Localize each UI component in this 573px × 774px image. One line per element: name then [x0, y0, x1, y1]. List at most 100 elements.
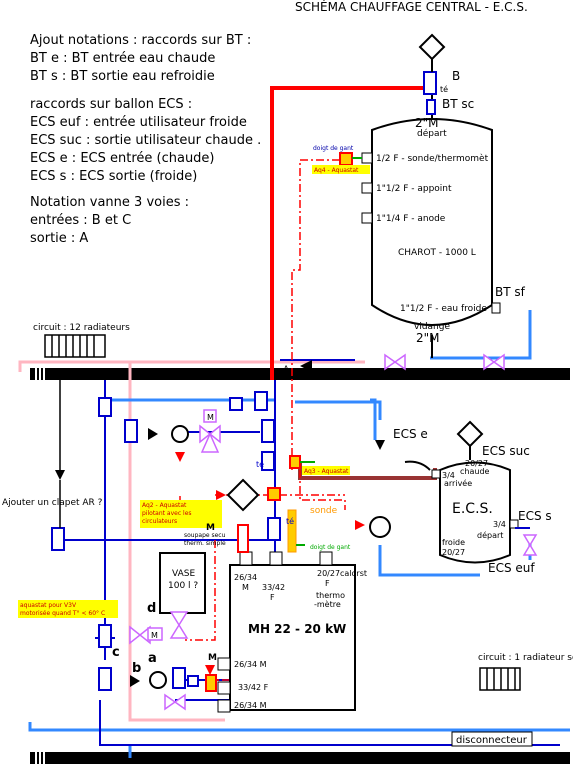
aq2-label-bg — [140, 500, 222, 528]
ecs-suc-label: ECS suc — [482, 444, 530, 458]
bt-te-label: té — [440, 84, 448, 94]
ecs-s-label: ECS s — [518, 509, 552, 523]
ecs-arrivee-size: 3/4 — [442, 471, 455, 480]
floor-slab-ticks — [35, 368, 45, 764]
soupape-label-2: therm. simple — [184, 540, 226, 547]
bt-sf-label: BT sf — [495, 285, 526, 299]
aq4-label: Aq4 - Aquastat — [314, 167, 359, 174]
aq2-label-2: pilotant avec les — [142, 510, 192, 517]
aq2-label-1: Aq2 - Aquastat — [142, 502, 187, 509]
label-m-boiler: M — [208, 653, 217, 663]
ecs-depart: départ — [477, 530, 503, 540]
bt-port-3: 1"1/4 F - anode — [376, 214, 446, 224]
disconnecteur-box — [451, 731, 533, 747]
aqv-label-bg — [18, 600, 118, 618]
bt-port-4: 1"1/2 F - eau froide — [400, 304, 487, 314]
radiator-sdb — [479, 667, 521, 691]
boiler-port-3b: F — [325, 579, 330, 588]
note-line-3: BT s : BT sortie eau refroidie — [30, 69, 215, 84]
bt-b-label: B — [452, 69, 460, 83]
boiler — [205, 455, 356, 713]
doigt-gant-2-label: doigt de gant — [310, 544, 351, 551]
boiler-return-1: 26/34 M — [234, 660, 267, 669]
doigt-gant-label: doigt de gant — [313, 145, 354, 152]
bt-vidange: vidange — [414, 322, 450, 332]
aq4-label-bg — [312, 165, 370, 174]
sonde-label: sonde — [310, 506, 338, 516]
aqv-label-1: aquastat pour V3V — [20, 602, 77, 609]
note-line-10: entrées : B et C — [30, 213, 131, 228]
note-line-4: raccords sur ballon ECS : — [30, 97, 192, 112]
boiler-port-2b: F — [270, 593, 275, 602]
boiler-thermo: thermo — [316, 591, 345, 600]
aqv-label-2: motorisée quand T° < 60° C — [20, 610, 105, 617]
safety-valve — [237, 524, 249, 553]
label-a: a — [148, 651, 157, 666]
red-flow-arrows — [175, 452, 365, 675]
note-line-8: ECS s : ECS sortie (froide) — [30, 169, 197, 184]
floor-slab-lower — [30, 752, 570, 764]
te-label-1: té — [256, 459, 264, 469]
clapet-arrows — [55, 360, 385, 687]
vase-label-2: 100 l ? — [168, 581, 198, 591]
floor-slab-upper — [30, 368, 570, 380]
vase-label-1: VASE — [172, 569, 195, 579]
bt-sc-label: BT sc — [442, 97, 474, 111]
clapet-label: Ajouter un clapet AR ? — [2, 498, 103, 508]
label-m-mid: M — [206, 523, 215, 533]
ecs-tank — [431, 420, 538, 564]
te-label-2: té — [286, 516, 294, 526]
soupape-label-1: soupape secu — [184, 532, 226, 539]
diagram-title: SCHÉMA CHAUFFAGE CENTRAL - E.C.S. — [295, 0, 528, 14]
note-line-2: BT e : BT entrée eau chaude — [30, 51, 215, 66]
boiler-port-2a: 33/42 — [262, 583, 285, 592]
note-line-6: ECS suc : sortie utilisateur chaude . — [30, 133, 261, 148]
ecs-tank-name: E.C.S. — [452, 501, 493, 517]
boiler-calorst: calorst — [340, 569, 367, 578]
ecs-size-top: 20/27 — [465, 459, 488, 468]
pump-symbols — [149, 425, 391, 689]
radiator-12 — [44, 334, 106, 358]
boiler-metre: -mètre — [314, 599, 341, 609]
ecs-arrivee: arrivée — [444, 478, 472, 488]
pink-return-pipe — [18, 360, 365, 722]
aq2-label-3: circulateurs — [142, 518, 177, 525]
boiler-port-3a: 20/27 — [317, 569, 340, 578]
ecs-depart-size: 3/4 — [493, 520, 506, 529]
note-line-5: ECS euf : entrée utilisateur froide — [30, 115, 247, 130]
aq3-label: Aq3 - Aquastat — [304, 468, 349, 475]
label-c: c — [112, 645, 120, 660]
boiler-port-1a: 26/34 — [234, 573, 257, 582]
ecs-e-arrow — [404, 460, 431, 471]
three-way-valves — [129, 353, 505, 711]
note-line-11: sortie : A — [30, 231, 88, 246]
ecs-froide: froide — [442, 538, 465, 547]
note-line-7: ECS e : ECS entrée (chaude) — [30, 151, 215, 166]
ecs-froide-size: 20/27 — [442, 548, 465, 557]
aq3-label-bg — [302, 466, 350, 475]
valve-actuators — [147, 409, 217, 641]
boiler-return-3: 26/34 M — [234, 701, 267, 710]
bt-port-1: 1/2 F - sonde/thermomèt — [376, 153, 489, 164]
bt-tank-name: CHAROT - 1000 L — [398, 248, 476, 258]
boiler-port-1b: M — [242, 583, 249, 592]
bt-port-2: 1"1/2 F - appoint — [376, 184, 452, 194]
label-a-upper: A — [283, 365, 290, 375]
bt-bottom-size: 2"M — [416, 331, 440, 345]
ecs-e-label: ECS e — [393, 427, 428, 441]
circuit-sdb-label: circuit : 1 radiateur sdb — [478, 653, 573, 663]
label-d: d — [147, 601, 156, 616]
blue-fittings — [51, 391, 281, 691]
bt-top-size: 2"M — [415, 116, 439, 130]
label-b: b — [132, 661, 141, 676]
disconnecteur-label: disconnecteur — [456, 735, 528, 746]
circuit-12-label: circuit : 12 radiateurs — [33, 323, 130, 333]
boiler-name: MH 22 - 20 kW — [248, 622, 346, 636]
valve-m-upper: M — [207, 413, 214, 422]
note-line-1: Ajout notations : raccords sur BT : — [30, 33, 251, 48]
note-line-9: Notation vanne 3 voies : — [30, 195, 189, 210]
ecs-euf-label: ECS euf — [488, 561, 535, 575]
valve-m-lower: M — [151, 631, 158, 640]
